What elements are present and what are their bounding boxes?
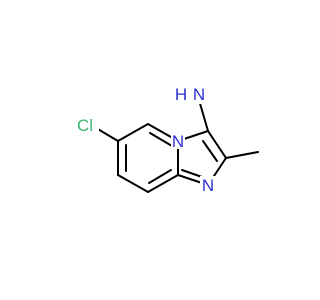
atom-labels: Cl N H N N: [71, 84, 216, 195]
bond-c7-c8: [117, 174, 149, 193]
bond-n4-c5-inner: [149, 132, 173, 147]
amine-label-bg: [186, 84, 212, 104]
structure-canvas: Cl N H N N: [71, 84, 259, 195]
bond-c8-c8a-inner: [148, 169, 172, 184]
chlorine-label-bg: [71, 114, 99, 136]
bond-c8-c8a: [147, 174, 179, 193]
bond-c3-c2-inner: [202, 140, 218, 162]
ring-nitrogen-label: N: [202, 176, 214, 195]
ring-n-label-bg: [200, 176, 216, 194]
bond-c6-cl: [95, 127, 119, 142]
bond-n1-c8a-inner: [181, 169, 203, 178]
amine-hydrogen-label: H: [175, 85, 187, 104]
molecule-diagram: Cl N H N N: [71, 84, 259, 195]
bond-c3-nh2: [198, 99, 209, 132]
bridge-n-label-bg: [171, 133, 185, 149]
bridge-nitrogen-label: N: [172, 132, 184, 151]
bond-c3-c2: [207, 130, 227, 159]
bond-c2-methyl: [225, 151, 259, 159]
bond-c5-c6: [117, 123, 149, 142]
amine-nitrogen-label: N: [193, 85, 205, 104]
chlorine-label: Cl: [77, 116, 93, 135]
